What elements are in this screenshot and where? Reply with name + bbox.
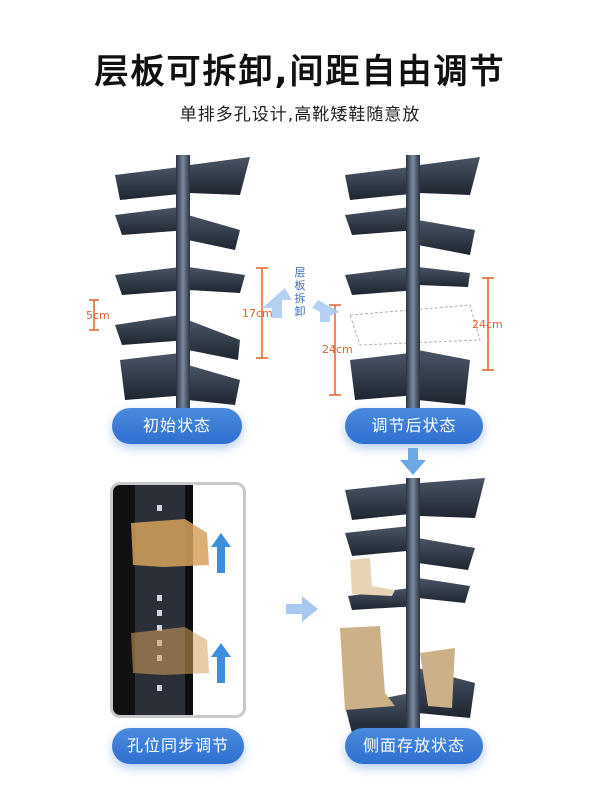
dimension-24cm-right: 24cm — [472, 318, 503, 331]
page-subtitle: 单排多孔设计,高靴矮鞋随意放 — [179, 105, 421, 125]
dimension-24cm-left: 24cm — [322, 343, 353, 356]
initial-state-badge: 初始状态 — [112, 408, 242, 444]
side-storage-badge: 侧面存放状态 — [345, 728, 483, 764]
dimension-17cm: 17cm — [242, 307, 273, 320]
dimension-5cm: 5cm — [86, 309, 110, 322]
adjusted-state-illustration — [340, 155, 490, 425]
initial-state-illustration — [110, 155, 260, 425]
hole-sync-illustration — [110, 482, 246, 718]
arrow-down-icon — [400, 448, 426, 475]
adjusted-state-badge: 调节后状态 — [345, 408, 483, 444]
side-storage-illustration — [340, 478, 500, 738]
page-title: 层板可拆卸,间距自由调节 — [94, 52, 506, 92]
arrow-right-icon — [286, 596, 318, 622]
hole-sync-badge: 孔位同步调节 — [112, 728, 244, 764]
remove-shelf-label: 层 板 拆 卸 — [294, 266, 306, 318]
